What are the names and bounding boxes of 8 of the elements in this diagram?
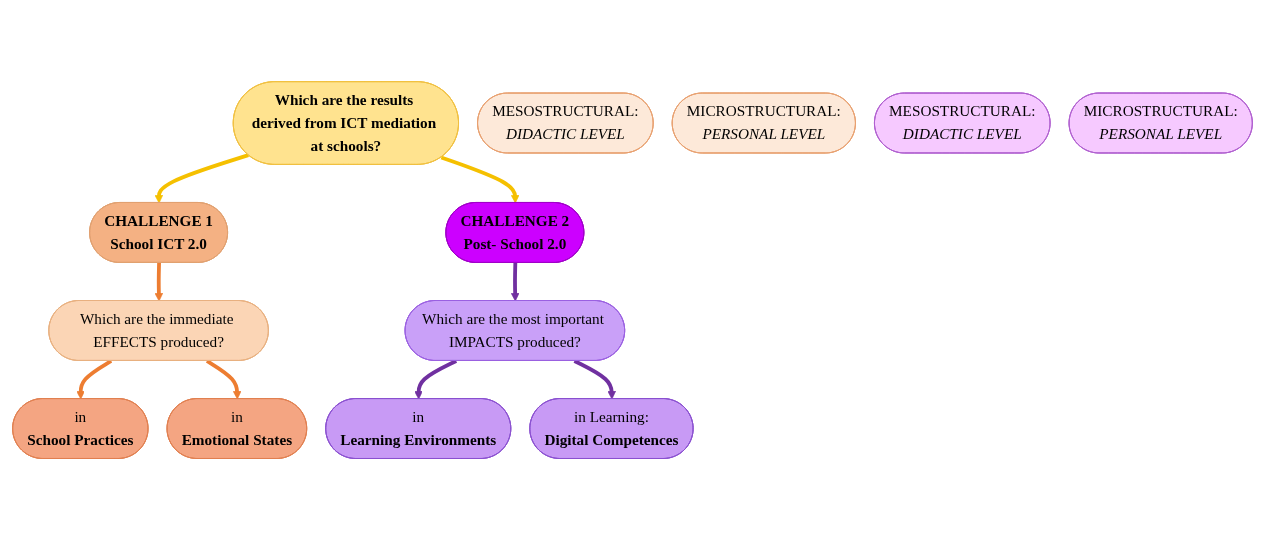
arrow xyxy=(440,155,520,204)
arrow xyxy=(573,359,616,400)
arrow xyxy=(76,359,113,400)
arrow xyxy=(510,262,520,302)
arrow xyxy=(414,359,458,400)
arrow xyxy=(154,153,249,204)
arrow xyxy=(205,359,242,400)
arrow xyxy=(154,262,164,302)
